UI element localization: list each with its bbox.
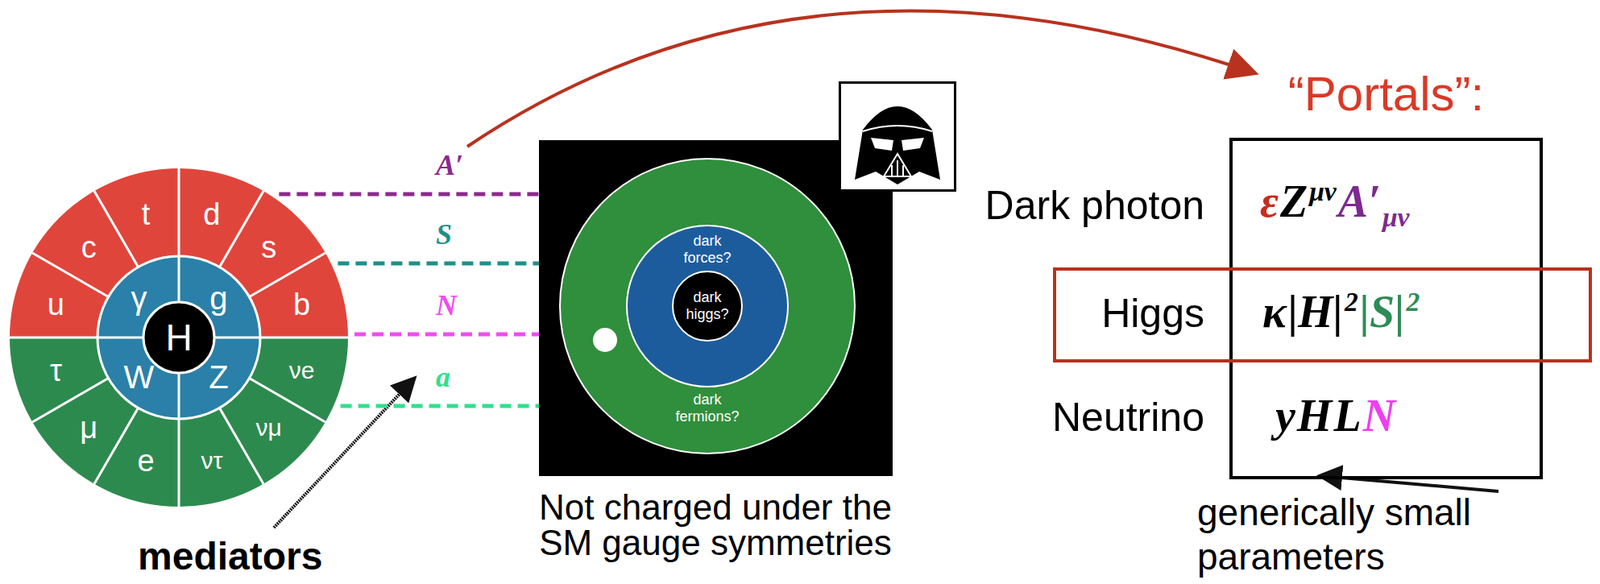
ring-label: dark forces? bbox=[675, 232, 740, 266]
mediator-line bbox=[340, 404, 539, 409]
divider bbox=[178, 256, 181, 303]
divider bbox=[260, 336, 349, 340]
grill-lines bbox=[891, 160, 904, 176]
formula-symbol: |H| bbox=[1288, 286, 1344, 337]
particle-label: s bbox=[261, 232, 277, 263]
formula-row: κ|H|2|S|2 bbox=[1262, 285, 1422, 340]
white-dot bbox=[592, 327, 618, 353]
particle-label: c bbox=[81, 232, 97, 263]
divider bbox=[214, 336, 261, 340]
formula-symbol: Z bbox=[1280, 176, 1308, 227]
divider bbox=[94, 407, 139, 484]
helmet bbox=[854, 106, 941, 185]
dark-force-ring: dark higgs? dark forces? bbox=[625, 224, 789, 388]
divider bbox=[178, 373, 181, 419]
particle-label: νμ bbox=[256, 415, 282, 440]
divider bbox=[9, 336, 98, 340]
portals-heading: “Portals”: bbox=[1288, 66, 1484, 122]
caption: Not charged under the SM gauge symmetrie… bbox=[513, 489, 917, 561]
particle-label: u bbox=[47, 289, 65, 320]
formula-symbol: L bbox=[1333, 390, 1361, 441]
particle-label: τ bbox=[49, 355, 63, 386]
formula-symbol: ε bbox=[1260, 176, 1279, 227]
divider bbox=[32, 252, 108, 298]
divider bbox=[178, 168, 181, 257]
helmet-brow bbox=[862, 125, 933, 132]
particle-label: ντ bbox=[200, 448, 223, 473]
mediator-line bbox=[354, 332, 539, 337]
particle-label: Z bbox=[208, 360, 228, 394]
icon-frame bbox=[840, 82, 956, 191]
formula-row: yHLN bbox=[1275, 389, 1397, 444]
formula-symbol: μν bbox=[1382, 202, 1410, 233]
formula-symbol: N bbox=[1363, 390, 1396, 441]
dark-higgs-core: dark higgs? bbox=[671, 270, 743, 342]
formula-symbol: 2 bbox=[1406, 286, 1421, 317]
particle-label: d bbox=[203, 198, 220, 230]
dark-fermion-circle: dark higgs? dark forces? dark fermions? bbox=[559, 157, 856, 455]
particle-label: b bbox=[293, 289, 311, 320]
particle-label: t bbox=[141, 198, 151, 230]
particle-label: γ bbox=[131, 281, 148, 315]
divider bbox=[219, 190, 265, 267]
formula-symbol: A′ bbox=[1338, 176, 1381, 227]
formula-symbol: κ bbox=[1262, 286, 1287, 337]
particle-label: μ bbox=[79, 412, 98, 444]
mediator-label: A′ bbox=[435, 149, 464, 183]
core-label: dark higgs? bbox=[675, 289, 740, 323]
formula-row: εZμνA′μν bbox=[1260, 174, 1411, 235]
divider bbox=[248, 252, 325, 298]
mediator-line bbox=[278, 192, 539, 197]
note-label: generically small parameters bbox=[1197, 490, 1488, 580]
eye bbox=[901, 137, 925, 151]
row-label: Higgs bbox=[1101, 290, 1205, 338]
mediator-label: S bbox=[435, 218, 452, 252]
formula-symbol: |S| bbox=[1359, 286, 1406, 337]
formula-symbol: y bbox=[1275, 390, 1296, 441]
mediator-label: N bbox=[435, 289, 457, 323]
divider bbox=[178, 418, 181, 507]
circle-label: dark fermions? bbox=[667, 391, 748, 425]
particle-label: g bbox=[209, 281, 228, 315]
higgs-portal-row: κ|H|2|S|2Higgs bbox=[1052, 267, 1592, 363]
boson-ring bbox=[97, 256, 261, 419]
particle-label: W bbox=[124, 360, 155, 394]
divider bbox=[97, 336, 144, 340]
vader-icon bbox=[838, 81, 957, 192]
row-label: Neutrino bbox=[1052, 394, 1205, 442]
mediators-label: mediators bbox=[137, 535, 323, 579]
particle-label: H bbox=[165, 319, 192, 357]
formula-symbol: H bbox=[1297, 390, 1333, 441]
particle-wheel: t d c s u b γ gHτ W Zνe μ νμ e ντ bbox=[4, 163, 353, 512]
particle-label: νe bbox=[289, 358, 316, 383]
divider bbox=[94, 190, 139, 267]
row-label: Dark photon bbox=[985, 182, 1205, 230]
mouth-grill bbox=[883, 153, 912, 177]
particle-label: e bbox=[137, 445, 155, 477]
eye bbox=[870, 137, 894, 151]
formula-symbol: 2 bbox=[1344, 286, 1359, 317]
mediator-label: a bbox=[435, 360, 451, 394]
mediator-line bbox=[337, 261, 539, 266]
formula-symbol: μν bbox=[1309, 176, 1337, 207]
